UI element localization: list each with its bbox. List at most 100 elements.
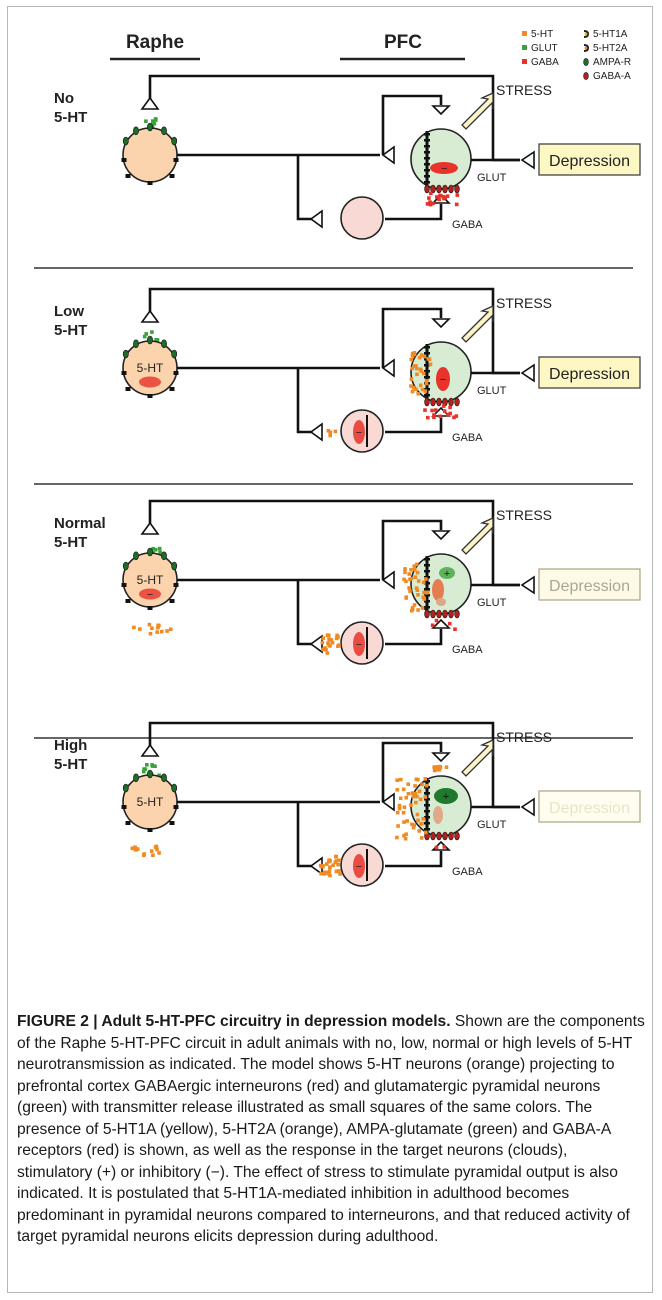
serotonin-release-dot: [403, 836, 408, 841]
gabaa-receptor: [430, 831, 436, 841]
serotonin-release-dot: [416, 608, 420, 612]
serotonin-release-dot: [420, 821, 424, 826]
stress-label: STRESS: [496, 82, 552, 98]
gaba-release-dot: [428, 202, 433, 207]
pyramidal-inhibitory-cloud: [430, 162, 458, 174]
serotonin-release-dot: [329, 638, 334, 643]
serotonin-release-dot: [151, 853, 155, 857]
receptor-stud: [424, 394, 430, 397]
gaba-release-dot: [435, 195, 439, 199]
interneuron-terminal: [309, 422, 323, 442]
serotonin-release-dot: [326, 641, 330, 645]
glut-release-dot: [153, 764, 157, 768]
pyramidal-stimulatory-cloud: [439, 567, 455, 579]
serotonin-release-dot: [325, 862, 329, 866]
serotonin-release-dot: [142, 852, 147, 856]
serotonin-release-dot: [331, 863, 335, 867]
serotonin-release-dot: [412, 351, 417, 355]
gaba-release-dot: [454, 414, 459, 418]
legend-label: 5-HT1A: [593, 29, 628, 40]
receptor-stud: [424, 169, 430, 172]
legend-receptor-icon: [583, 44, 590, 52]
gabaa-receptor: [442, 609, 448, 619]
serotonin-release-dot: [413, 575, 418, 579]
gabaa-receptor: [454, 609, 460, 619]
glut-pyramidal-neuron: [410, 775, 472, 837]
legend-item-gaba-a: GABA-A: [583, 71, 631, 82]
legend-swatch-square: [522, 45, 527, 50]
pyramidal-top-terminal: [431, 530, 451, 541]
serotonin-release-dot: [420, 782, 424, 787]
legend-receptor-dot: [584, 46, 588, 50]
pyramidal-minor-cloud: [436, 598, 446, 606]
gabaa-receptor: [436, 397, 442, 407]
receptor-stud: [424, 594, 430, 597]
serotonin-release-dot: [412, 603, 417, 607]
gabaa-receptor: [448, 831, 454, 841]
serotonin-release-dot: [410, 606, 415, 610]
serotonin-release-dot: [328, 644, 332, 648]
serotonin-release-dot: [432, 768, 437, 773]
receptor-stud: [424, 558, 430, 561]
receptor-stud: [424, 810, 430, 813]
gaba-terminal: [431, 618, 451, 629]
receptor-stud: [424, 151, 430, 154]
glut-release-dot: [157, 773, 161, 778]
stimulatory-sign: +: [444, 568, 450, 580]
receptor-stud: [125, 174, 131, 178]
ampa-receptor: [171, 783, 178, 793]
legend-swatch-square: [522, 31, 527, 36]
serotonin-release-dot: [157, 851, 161, 855]
serotonin-release-dot: [409, 357, 414, 362]
gabaa-receptor: [430, 184, 436, 194]
legend-item-gaba: GABA: [522, 57, 559, 68]
gaba-release-dot: [428, 200, 432, 204]
glut-label: GLUT: [477, 597, 507, 609]
gabaa-receptor: [448, 609, 454, 619]
receptor-stud: [424, 828, 430, 831]
serotonin-release-dot: [402, 820, 406, 824]
serotonin-release-dot: [132, 625, 136, 630]
serotonin-release-dot: [404, 579, 408, 584]
serotonin-release-dot: [413, 364, 417, 368]
serotonin-release-dot: [409, 803, 413, 807]
interneuron-response-cloud: [353, 632, 365, 656]
depression-label: Depression: [549, 366, 630, 383]
gaba-release-dot: [441, 404, 446, 408]
legend-swatch-square: [522, 59, 527, 64]
gaba-release-dot: [425, 202, 430, 206]
serotonin-release-dot: [337, 858, 342, 863]
legend-label: GABA-A: [593, 71, 631, 82]
caption-figure-label: FIGURE 2 | Adult 5-HT-PFC circuitry in d…: [17, 1013, 451, 1030]
ampa-receptor: [147, 335, 153, 345]
receptor-stud: [424, 352, 430, 355]
panel-label-line1: Low: [54, 303, 84, 320]
serotonin-release-dot: [322, 872, 326, 876]
serotonin-release-dot: [416, 777, 420, 782]
serotonin-release-dot: [401, 810, 406, 815]
legend-item-5-ht: 5-HT: [522, 29, 553, 40]
serotonin-release-dot: [402, 577, 406, 582]
gabaa-receptor: [430, 397, 436, 407]
serotonin-release-dot: [149, 849, 154, 853]
glut-release-dot: [144, 119, 148, 123]
serotonin-release-dot: [133, 845, 137, 849]
serotonin-release-dot: [320, 640, 325, 645]
serotonin-release-dot: [326, 428, 331, 433]
pyramidal-terminal: [381, 792, 395, 812]
gaba-release-dot: [439, 193, 443, 198]
receptor-stud: [169, 387, 175, 391]
pfc-header: PFC: [384, 32, 422, 53]
serotonin-release-dot: [421, 580, 426, 585]
pyramidal-recurrent-axon: [381, 94, 443, 155]
caption-text: Shown are the components of the Raphe 5-…: [17, 1013, 645, 1245]
receptor-stud: [121, 158, 127, 162]
serotonin-release-dot: [417, 355, 422, 360]
gaba-release-dot: [445, 194, 450, 198]
inhibitory-cloud: [139, 588, 161, 600]
glut-label: GLUT: [477, 385, 507, 397]
receptor-stud: [424, 370, 430, 373]
gaba-release-dot: [442, 409, 447, 413]
serotonin-release-dot: [424, 783, 429, 788]
gaba-release-dot: [438, 414, 443, 419]
